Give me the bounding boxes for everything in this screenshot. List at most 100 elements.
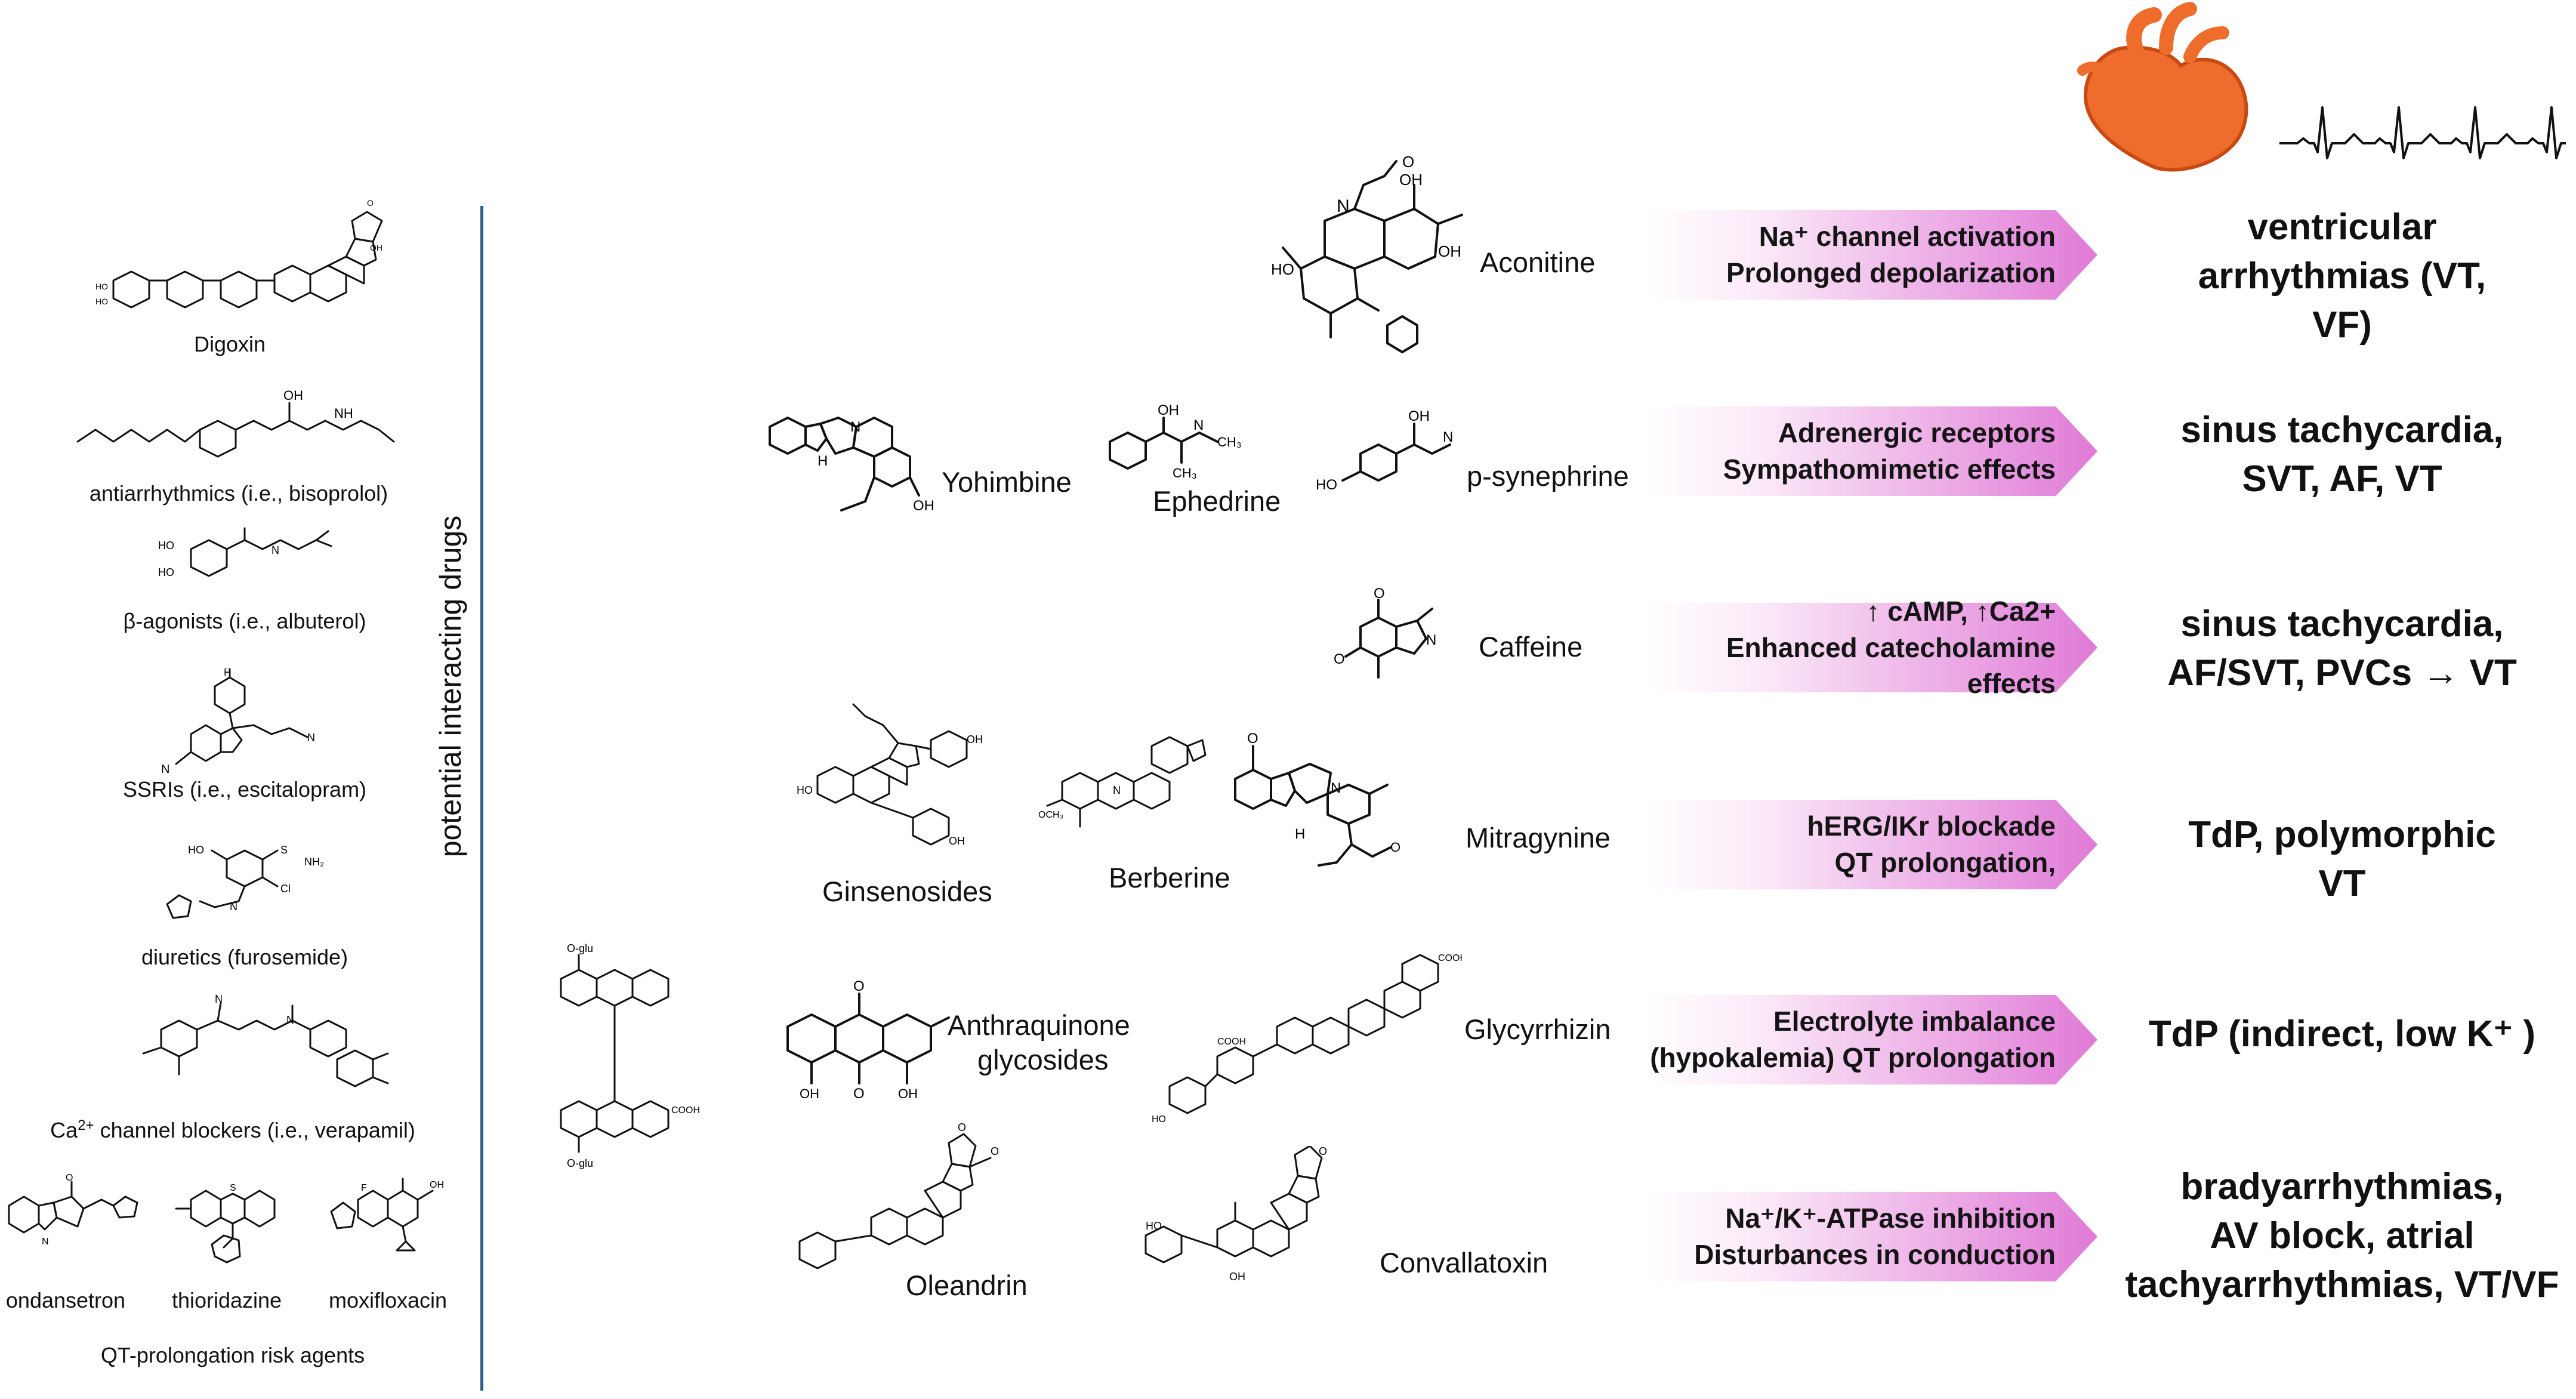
mechanism-line2: Disturbances in conduction [1694,1239,2056,1270]
svg-text:HO: HO [158,566,174,578]
compound-label-ephedrine: Ephedrine [1153,485,1281,517]
outcome-line: arrhythmias (VT, [2198,255,2486,297]
convallatoxin-structure: O HO OH [1144,1146,1327,1283]
mechanism-arrow-row5: Electrolyte imbalance (hypokalemia) QT pr… [1644,995,2097,1084]
outcome-line: tachyarrhythmias, VT/VF [2125,1264,2559,1305]
panel-divider [480,206,483,1391]
compound-label-oleandrin: Oleandrin [906,1269,1028,1301]
outcome-line: sinus tachycardia, [2180,603,2504,645]
ephedrine-structure: OH N CH₃ CH₃ [1109,402,1242,480]
mechanism-line1: Electrolyte imbalance [1773,1006,2056,1037]
svg-text:NH₂: NH₂ [304,856,324,868]
svg-text:OH: OH [1158,402,1179,418]
compound-label-anthraquinone-2: glycosides [977,1044,1109,1076]
compound-label-convallatoxin: Convallatoxin [1380,1247,1548,1278]
glycyrrhizin-structure: COOH COOH HO [1152,953,1462,1124]
mechanism-line2: (hypokalemia) QT prolongation [1650,1042,2056,1073]
verapamil-structure: N N [142,994,389,1087]
mechanism-line1: hERG/IKr blockade [1807,811,2056,842]
heart-icon [2077,2,2248,172]
svg-text:HO: HO [188,844,204,856]
drug-label-b-agonists: β-agonists (i.e., albuterol) [123,609,366,633]
mechanism-arrow-row4: hERG/IKr blockade QT prolongation, [1644,800,2097,889]
svg-text:OH: OH [1438,242,1461,260]
svg-text:H: H [1295,826,1305,842]
svg-text:N: N [850,419,860,435]
outcome-row6: bradyarrhythmias, AV block, atrial tachy… [2115,1163,2569,1309]
svg-text:O: O [853,1086,865,1102]
outcome-line: VT [2318,862,2366,904]
svg-text:OH: OH [967,734,983,745]
yohimbine-structure: H N OH [769,417,934,514]
sennoside-structure: O-glu O-glu COOH [560,943,700,1169]
svg-text:O: O [1390,840,1400,855]
svg-text:N: N [1113,784,1121,796]
outcome-row2: sinus tachycardia, SVT, AF, VT [2115,406,2569,504]
drug-label-ssris: SSRIs (i.e., escitalopram) [122,777,367,802]
compound-label-glycyrrhizin: Glycyrrhizin [1464,1013,1611,1045]
thioridazine-structure: S [175,1183,276,1264]
svg-text:OH: OH [898,1086,918,1101]
outcome-row5: TdP (indirect, low K⁺ ) [2115,1010,2569,1059]
svg-text:OH: OH [1399,171,1423,189]
outcome-line: bradyarrhythmias, [2180,1166,2504,1207]
svg-text:O: O [853,978,865,994]
mechanism-line1: Na⁺ channel activation [1759,221,2056,252]
outcome-line: AV block, atrial [2210,1215,2475,1256]
svg-text:OH: OH [1229,1271,1245,1283]
ecg-trace-icon [2279,106,2566,159]
svg-text:HO: HO [1316,477,1337,493]
svg-text:OH: OH [1408,408,1430,424]
ondansetron-structure: O N [8,1173,138,1247]
compound-label-anthraquinone-1: Anthraquinone [948,1009,1130,1041]
outcome-line: TdP, polymorphic [2188,814,2496,855]
mechanism-line2: Prolonged depolarization [1726,257,2056,288]
svg-text:O: O [991,1145,999,1157]
outcome-line: sinus tachycardia, [2180,409,2504,451]
svg-text:N: N [1443,429,1453,445]
mechanism-line2: QT prolongation, [1834,847,2056,878]
mechanism-line2: Enhanced catecholamine effects [1726,631,2056,700]
svg-text:N: N [1331,780,1341,796]
compound-label-berberine: Berberine [1109,862,1230,893]
outcome-line: ventricular [2247,207,2437,248]
svg-text:OH: OH [800,1086,819,1101]
mechanism-line1: Adrenergic receptors [1778,417,2056,449]
svg-text:N: N [215,994,223,1005]
drug-label-antiarrhythmics: antiarrhythmics (i.e., bisoprolol) [89,481,388,506]
svg-text:OH: OH [370,243,382,252]
svg-text:CH₃: CH₃ [1217,435,1242,449]
svg-text:Cl: Cl [280,883,291,895]
outcome-row4: TdP, polymorphic VT [2115,811,2569,908]
svg-text:HO: HO [1271,260,1294,278]
berberine-structure: N OCH₃ [1038,736,1207,828]
svg-text:OH: OH [430,1180,444,1190]
drug-label-diuretics: diuretics (furosemide) [141,945,348,969]
outcome-row1: ventricular arrhythmias (VT, VF) [2115,203,2569,349]
outcome-line: TdP (indirect, low K⁺ ) [2148,1013,2536,1055]
svg-text:O: O [66,1173,73,1183]
svg-text:N: N [161,763,169,776]
compound-label-aconitine: Aconitine [1480,246,1596,278]
compound-label-synephrine: p-synephrine [1467,460,1629,492]
caffeine-structure: O O N [1334,586,1436,679]
svg-text:O: O [1334,651,1345,667]
outcome-line: SVT, AF, VT [2242,458,2442,500]
mechanism-line1: ↑ cAMP, ↑Ca2+ [1866,595,2056,627]
svg-text:F: F [224,668,230,678]
svg-text:O-glu: O-glu [567,943,593,954]
svg-text:HO: HO [797,784,813,796]
svg-text:O: O [1402,153,1414,171]
anthraquinone-structure: O O OH OH [786,978,950,1102]
outcome-row3: sinus tachycardia, AF/SVT, PVCs → VT [2115,600,2569,698]
bisoprolol-structure: OH NH [76,388,395,458]
outcome-line: VF) [2312,304,2372,346]
aconitine-structure: N OH OH HO O [1271,153,1463,353]
compound-label-mitragynine: Mitragynine [1466,822,1611,853]
mitragynine-structure: O N H O [1234,731,1400,867]
mechanism-arrow-row3: ↑ cAMP, ↑Ca2+ Enhanced catecholamine effe… [1644,596,2097,699]
svg-text:S: S [280,844,288,856]
svg-text:N: N [1337,196,1350,216]
